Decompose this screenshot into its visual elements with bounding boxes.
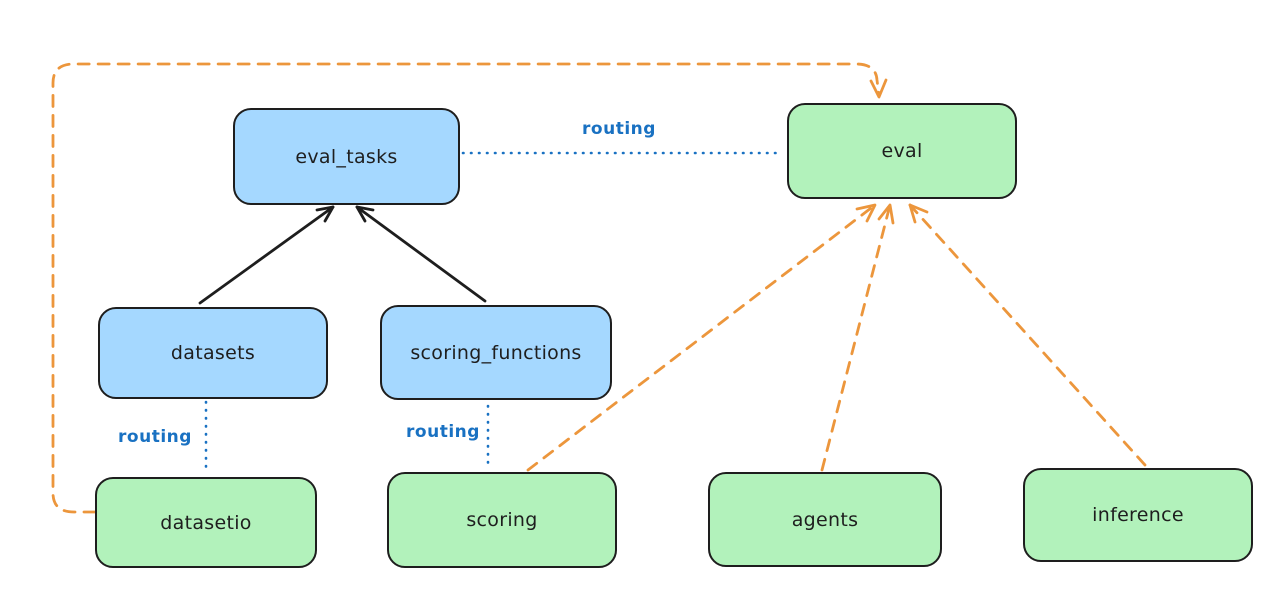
node-scoring-functions: scoring_functions [380,305,612,400]
node-agents: agents [708,472,942,567]
node-eval-tasks-label: eval_tasks [295,145,398,168]
edge-scoring-functions-to-eval-tasks [355,205,487,303]
node-eval: eval [787,103,1017,199]
node-inference: inference [1023,468,1253,562]
node-scoring-functions-label: scoring_functions [410,341,582,364]
node-eval-label: eval [881,140,923,162]
node-scoring: scoring [387,472,617,568]
node-inference-label: inference [1092,504,1184,526]
edge-datasetio-to-eval [51,62,888,514]
node-datasets: datasets [98,307,328,399]
edge-agents-to-eval [820,203,895,472]
node-scoring-label: scoring [466,509,538,531]
edge-label-routing-datasets-datasetio: routing [118,427,192,447]
node-datasetio-label: datasetio [160,511,252,534]
edge-label-routing-eval-tasks-eval: routing [582,119,656,139]
edge-datasets-to-eval-tasks [198,205,335,305]
edge-scoring-to-eval [526,203,877,472]
node-agents-label: agents [791,508,859,531]
node-eval-tasks: eval_tasks [233,108,460,205]
edge-label-routing-scoring-functions-scoring: routing [406,422,480,442]
node-datasets-label: datasets [170,342,256,364]
node-datasetio: datasetio [95,477,317,568]
edge-inference-to-eval [908,203,1147,467]
